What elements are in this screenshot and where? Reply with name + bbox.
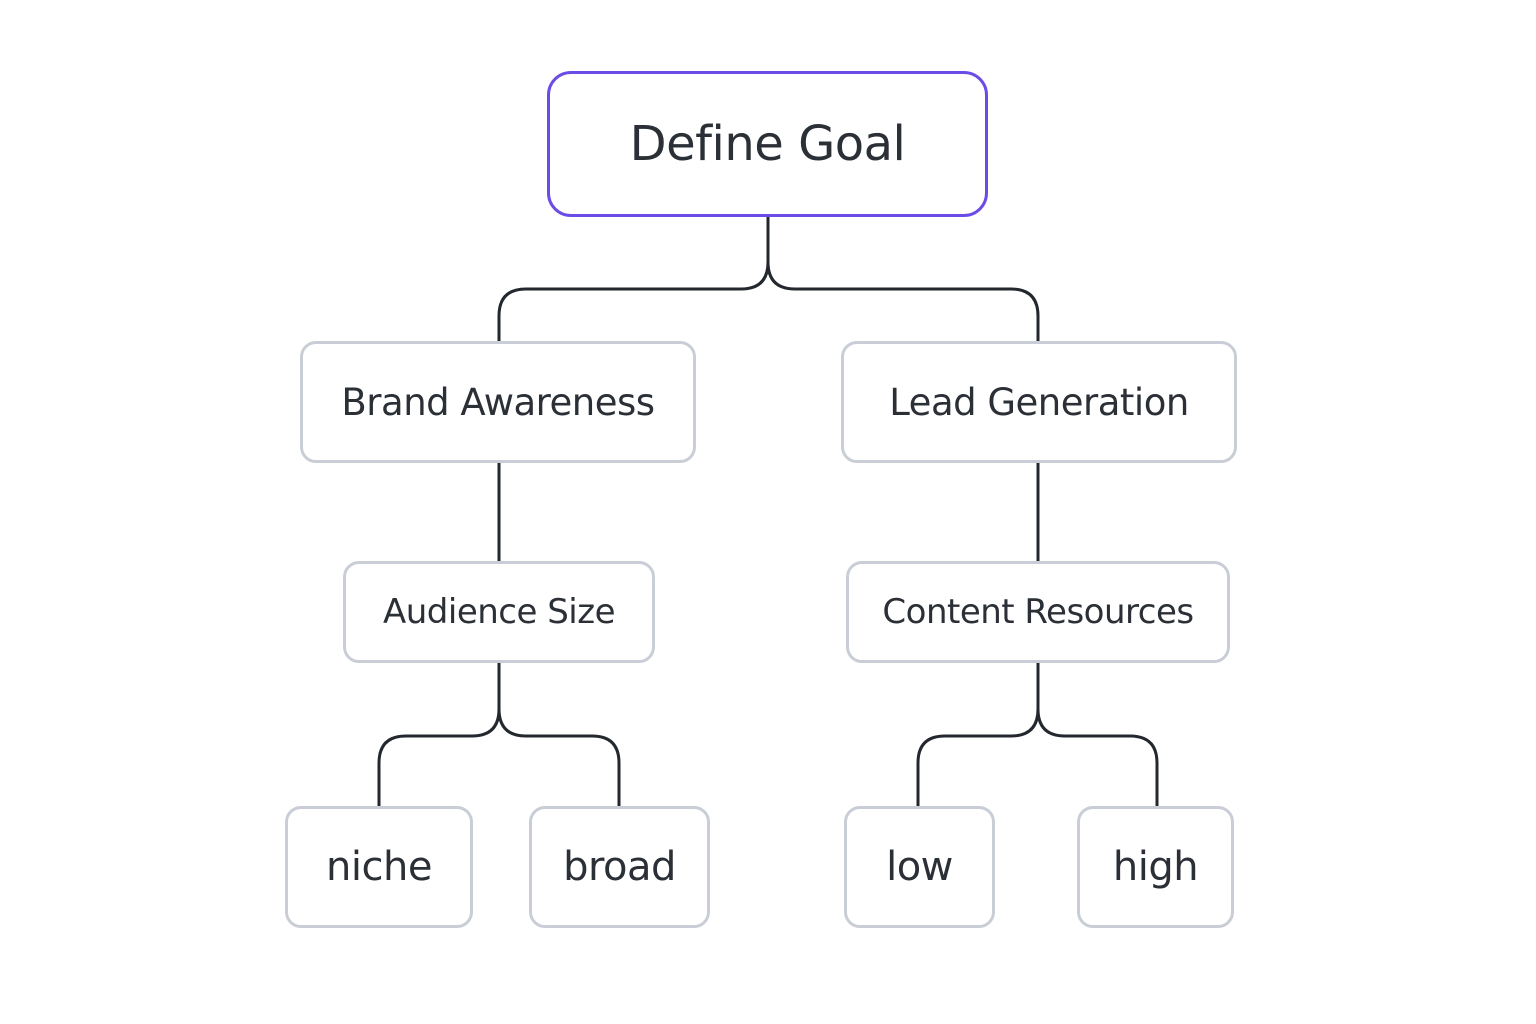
node-content-resources-label: Content Resources: [882, 592, 1194, 632]
leaf-node-high: high: [1077, 806, 1234, 928]
connector-root-to-brand-awareness: [497, 215, 770, 343]
connector-audience-size-to-niche: [377, 661, 501, 808]
root-node-label: Define Goal: [629, 116, 906, 172]
node-audience-size-label: Audience Size: [382, 592, 616, 632]
node-brand-awareness-label: Brand Awareness: [341, 380, 655, 424]
leaf-node-niche: niche: [285, 806, 473, 928]
node-lead-generation: Lead Generation: [841, 341, 1237, 463]
connector-root-to-lead-generation: [766, 215, 1040, 343]
node-lead-generation-label: Lead Generation: [889, 380, 1189, 424]
node-audience-size: Audience Size: [343, 561, 655, 663]
leaf-node-low-label: low: [886, 844, 953, 890]
node-content-resources: Content Resources: [846, 561, 1230, 663]
root-node-define-goal: Define Goal: [547, 71, 988, 217]
leaf-node-high-label: high: [1112, 844, 1199, 890]
connector-content-resources-to-high: [1036, 661, 1159, 808]
connector-audience-size-to-broad: [497, 661, 621, 808]
leaf-node-niche-label: niche: [326, 844, 432, 890]
node-brand-awareness: Brand Awareness: [300, 341, 696, 463]
leaf-node-low: low: [844, 806, 995, 928]
leaf-node-broad-label: broad: [563, 844, 676, 890]
connector-content-resources-to-low: [916, 661, 1040, 808]
leaf-node-broad: broad: [529, 806, 710, 928]
